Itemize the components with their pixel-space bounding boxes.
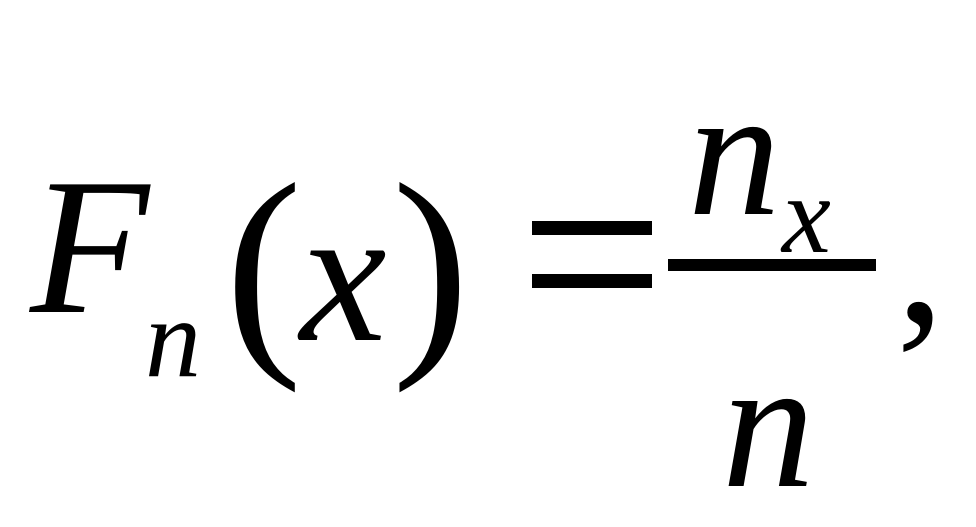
fraction-numerator: n bbox=[688, 50, 781, 255]
function-argument: x bbox=[300, 167, 387, 383]
trailing-comma: , bbox=[896, 149, 945, 365]
empirical-distribution-formula: F n ( x ) n x n , bbox=[30, 50, 945, 517]
function-subscript: n bbox=[145, 277, 201, 401]
open-parenthesis: ( bbox=[225, 137, 303, 394]
equals-sign-top-bar bbox=[532, 221, 652, 235]
function-symbol: F bbox=[30, 139, 150, 355]
numerator-subscript: x bbox=[782, 154, 831, 276]
fraction-denominator: n bbox=[722, 322, 815, 527]
close-parenthesis: ) bbox=[392, 137, 470, 394]
equals-sign-bottom-bar bbox=[532, 274, 652, 288]
fraction-bar bbox=[668, 259, 876, 271]
